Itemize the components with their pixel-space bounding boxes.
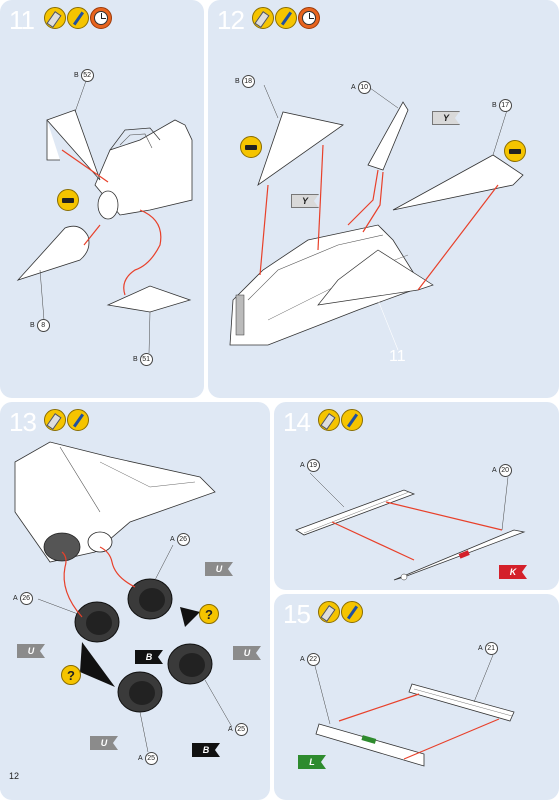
paint-tag: U	[233, 646, 261, 660]
step-reference: 11	[389, 348, 406, 365]
nozzle	[117, 671, 163, 713]
question-icon: ?	[61, 665, 81, 685]
step-icons	[318, 601, 363, 623]
glue-icon	[44, 7, 66, 29]
step-12-illustration	[229, 84, 524, 351]
step-number: 11	[9, 5, 35, 35]
step-number: 15	[283, 599, 311, 629]
step-14-illustration	[295, 472, 526, 581]
page-number: 12	[0, 762, 28, 790]
clock-icon	[298, 7, 320, 29]
paint-icon	[67, 7, 89, 29]
paint-icon	[341, 409, 363, 431]
paint-tag: B	[135, 650, 163, 664]
paint-icon	[341, 601, 363, 623]
paint-tag: U	[17, 644, 45, 658]
step-number: 12	[217, 5, 245, 35]
step-icons	[44, 7, 112, 29]
paint-tag: U	[205, 562, 233, 576]
step-15-illustration	[314, 654, 515, 767]
paint-tag: K	[499, 565, 527, 579]
paint-tag: Y	[432, 111, 460, 125]
clock-icon	[90, 7, 112, 29]
step-number: 13	[9, 407, 37, 437]
paint-icon	[275, 7, 297, 29]
glue-icon	[504, 140, 526, 162]
step-13-illustration	[14, 441, 233, 753]
paint-tag: L	[298, 755, 326, 769]
glue-icon	[240, 136, 262, 158]
glue-icon	[57, 189, 79, 211]
glue-icon	[252, 7, 274, 29]
paint-tag: U	[90, 736, 118, 750]
step-11-illustration	[16, 77, 193, 354]
question-icon: ?	[199, 604, 219, 624]
nozzle	[127, 578, 173, 620]
glue-icon	[318, 601, 340, 623]
step-number: 14	[283, 407, 311, 437]
step-icons	[44, 409, 89, 431]
glue-icon	[44, 409, 66, 431]
nozzle	[167, 643, 213, 685]
step-icons	[318, 409, 363, 431]
glue-icon	[318, 409, 340, 431]
paint-icon	[67, 409, 89, 431]
step-icons	[252, 7, 320, 29]
paint-tag: B	[192, 743, 220, 757]
nozzle	[74, 601, 120, 643]
